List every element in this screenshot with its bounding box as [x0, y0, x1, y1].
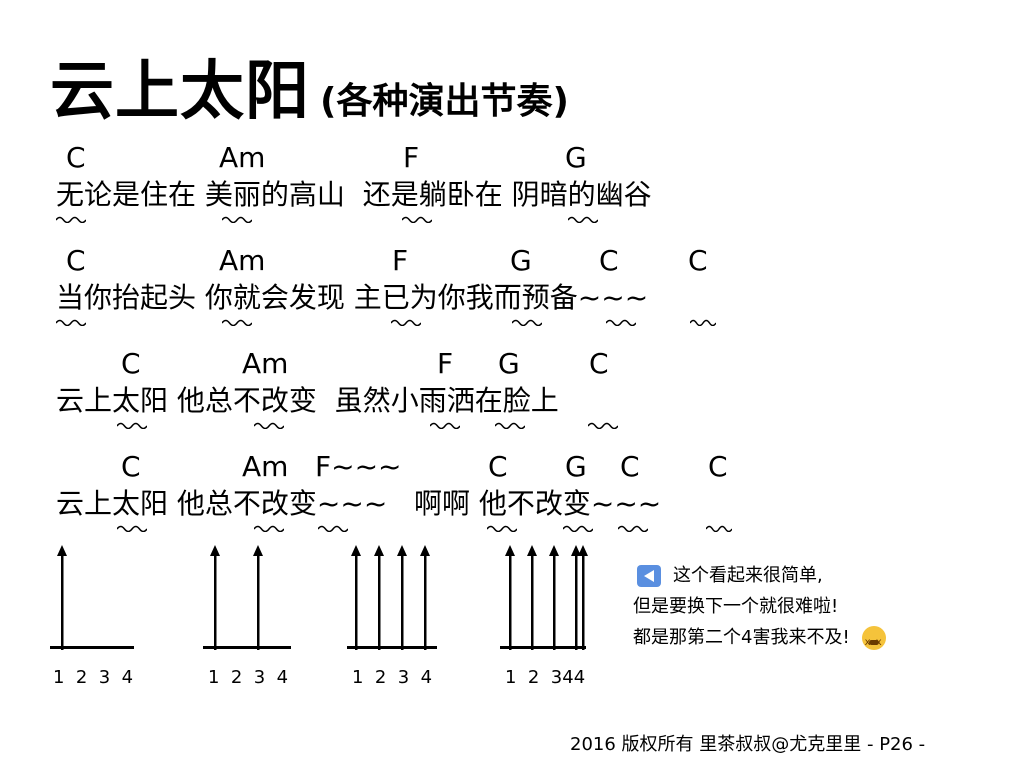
measure-line [203, 646, 291, 649]
commentary-note: 这个看起来很简单, 但是要换下一个就很难啦! 都是那第二个4害我来不及! [633, 560, 886, 658]
chord: F [437, 347, 454, 380]
up-arrow-icon [571, 545, 581, 650]
beat-marker [254, 524, 284, 532]
measure-line [50, 646, 134, 649]
strum-pattern-1: 1 2 3 4 [50, 545, 140, 690]
beat-marker [222, 318, 252, 326]
chord: G [565, 141, 587, 174]
beat-marker [391, 318, 421, 326]
chord: C [66, 141, 86, 174]
note-line-2: 但是要换下一个就很难啦! [633, 596, 839, 617]
up-arrow-icon [253, 545, 263, 650]
chord: C [488, 450, 508, 483]
song-title: 云上太阳 [50, 55, 310, 129]
beat-marker [117, 524, 147, 532]
strum-pattern-3: 1 2 3 4 [347, 545, 442, 690]
chord: G [510, 244, 532, 277]
lyric: 云上太阳 他总不改变~~~ 啊啊 他不改变~~~ [56, 487, 662, 520]
song-line-4: C Am F~~~ C G C C 云上太阳 他总不改变~~~ 啊啊 他不改变~… [0, 452, 1024, 552]
chord: F [392, 244, 409, 277]
beat-marker [618, 524, 648, 532]
song-line-1: C Am F G 无论是住在 美丽的高山 还是躺卧在 阴暗的幽谷 [0, 143, 1024, 243]
lyric: 无论是住在 美丽的高山 还是躺卧在 阴暗的幽谷 [56, 178, 652, 211]
chord: F [403, 141, 420, 174]
song-line-2: C Am F G C C 当你抬起头 你就会发现 主已为你我而预备~~~ [0, 246, 1024, 346]
beat-count: 1 2 344 [505, 667, 586, 688]
up-arrow-icon [578, 545, 588, 650]
up-arrow-icon [374, 545, 384, 650]
strum-pattern-2: 1 2 3 4 [203, 545, 298, 690]
chord: C [708, 450, 728, 483]
beat-count: 1 2 3 4 [208, 667, 289, 688]
beat-count: 1 2 3 4 [352, 667, 433, 688]
measure-line [347, 646, 437, 649]
beat-marker [117, 421, 147, 429]
chord: C [66, 244, 86, 277]
lyric: 云上太阳 他总不改变 虽然小雨洒在脸上 [56, 384, 559, 417]
beat-marker [430, 421, 460, 429]
beat-count: 1 2 3 4 [53, 667, 134, 688]
lyric: 当你抬起头 你就会发现 主已为你我而预备~~~ [56, 281, 649, 314]
beat-marker [318, 524, 348, 532]
beat-marker [512, 318, 542, 326]
chord: G [565, 450, 587, 483]
note-line-1: 这个看起来很简单, [673, 565, 823, 586]
song-line-3: C Am F G C 云上太阳 他总不改变 虽然小雨洒在脸上 [0, 349, 1024, 449]
chord: C [599, 244, 619, 277]
tired-face-icon [861, 626, 886, 658]
beat-marker [706, 524, 732, 532]
chord: C [121, 347, 141, 380]
beat-marker [568, 215, 598, 223]
chord: C [688, 244, 708, 277]
beat-marker [487, 524, 517, 532]
up-arrow-icon [397, 545, 407, 650]
strum-pattern-4: 1 2 344 [500, 545, 595, 690]
measure-line [500, 646, 586, 649]
chord: C [589, 347, 609, 380]
up-arrow-icon [351, 545, 361, 650]
beat-marker [56, 215, 86, 223]
beat-marker [563, 524, 593, 532]
beat-marker [495, 421, 525, 429]
chord: G [498, 347, 520, 380]
chord: C [121, 450, 141, 483]
beat-marker [222, 215, 252, 223]
up-arrow-icon [527, 545, 537, 650]
chord: C [620, 450, 640, 483]
chord: Am [242, 450, 289, 483]
chord: Am [242, 347, 289, 380]
beat-marker [402, 215, 432, 223]
up-arrow-icon [505, 545, 515, 650]
chord: Am [219, 244, 266, 277]
up-arrow-icon [210, 545, 220, 650]
back-arrow-icon[interactable] [637, 565, 661, 587]
beat-marker [588, 421, 618, 429]
up-arrow-icon [57, 545, 67, 650]
beat-marker [690, 318, 716, 326]
note-line-3: 都是那第二个4害我来不及! [633, 627, 850, 648]
beat-marker [254, 421, 284, 429]
beat-marker [606, 318, 636, 326]
page-title: 云上太阳(各种演出节奏) [50, 40, 569, 129]
up-arrow-icon [420, 545, 430, 650]
chord: Am [219, 141, 266, 174]
beat-marker [56, 318, 86, 326]
up-arrow-icon [549, 545, 559, 650]
footer-copyright: 2016 版权所有 里茶叔叔@尤克里里 - P26 - [570, 734, 926, 755]
song-subtitle: (各种演出节奏) [320, 81, 569, 122]
chord: F~~~ [315, 450, 402, 483]
